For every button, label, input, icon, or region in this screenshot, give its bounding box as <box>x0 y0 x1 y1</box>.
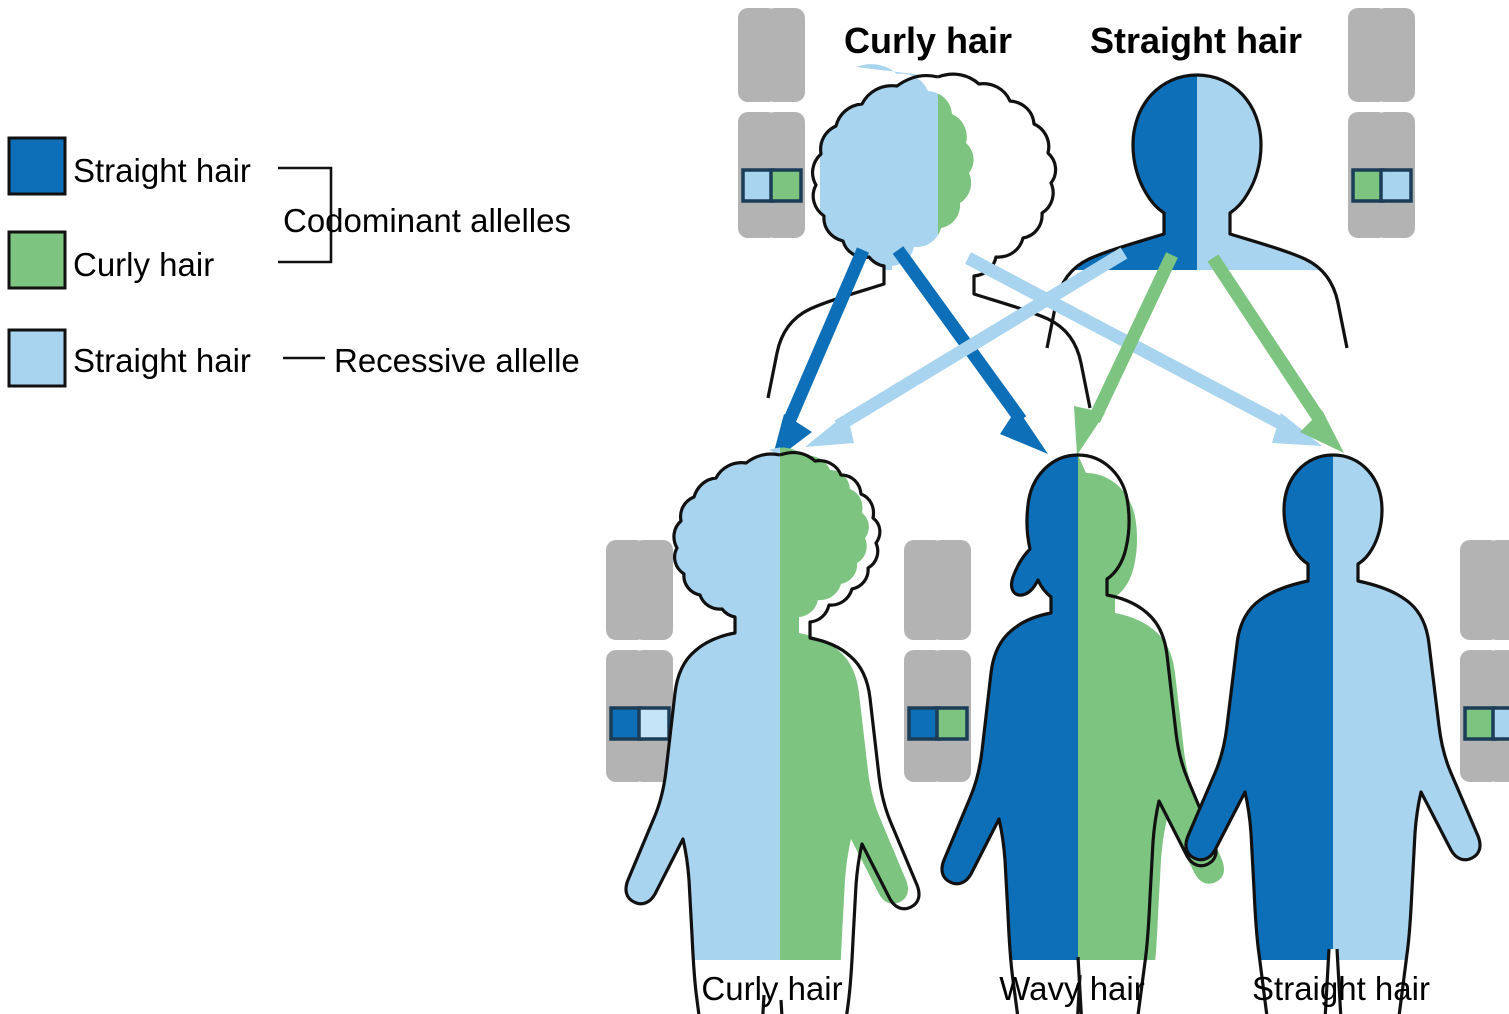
parent-body-outline <box>1045 73 1349 349</box>
offspring-caption-straight: Straight hair <box>1252 970 1430 1007</box>
chromosome-pair-parent-straight <box>1348 8 1415 238</box>
allele-locus-straight-dominant <box>609 706 643 741</box>
legend-item-straight-dominant: Straight hair <box>7 136 251 196</box>
chromatid-right <box>765 8 805 102</box>
legend: Straight hair Curly hair Straight hair C… <box>7 136 580 388</box>
legend-label-straight-recessive: Straight hair <box>73 342 251 379</box>
arrow-curly-parent-to-wavy-child <box>892 246 1048 454</box>
arrow-straight-parent-to-straight-child <box>1207 254 1344 453</box>
allele-locus-straight-recessive <box>637 706 671 741</box>
legend-swatch-straight-recessive <box>7 328 67 388</box>
chromosome-pair-offspring-curly <box>606 540 673 782</box>
codominant-bracket-connector <box>278 166 333 264</box>
parent-title-curly: Curly hair <box>844 20 1012 61</box>
parent-title-straight: Straight hair <box>1090 20 1302 61</box>
allele-locus-curly-dominant <box>1351 168 1385 203</box>
chromatid-right <box>633 540 673 640</box>
chromosome-pair-offspring-wavy <box>904 540 971 782</box>
legend-label-curly-dominant: Curly hair <box>73 246 214 283</box>
allele-locus-curly-dominant <box>769 168 803 203</box>
parent-body-outline <box>766 72 1092 409</box>
chromatid-right <box>1375 8 1415 102</box>
chromosome-pair-parent-curly <box>738 8 805 238</box>
legend-swatch-straight-dominant <box>7 136 67 196</box>
arrow-straight-parent-to-curly-child <box>805 247 1128 447</box>
legend-label-straight-dominant: Straight hair <box>73 152 251 189</box>
offspring-caption-wavy: Wavy hair <box>999 970 1144 1007</box>
legend-swatch-curly-dominant <box>7 230 67 290</box>
allele-locus-straight-dominant <box>907 706 941 741</box>
recessive-note-label: Recessive allelle <box>334 342 580 379</box>
allele-locus-straight-recessive <box>1491 706 1509 741</box>
arrow-straight-parent-to-wavy-child <box>1074 252 1178 455</box>
legend-item-curly-dominant: Curly hair <box>7 230 214 290</box>
chromatid-right <box>931 540 971 640</box>
allele-locus-straight-recessive <box>1379 168 1413 203</box>
legend-item-straight-recessive: Straight hair <box>7 328 251 388</box>
chromosome-pair-offspring-straight <box>1460 540 1509 782</box>
offspring-body-outline <box>940 453 1218 1014</box>
allele-locus-curly-dominant <box>935 706 969 741</box>
allele-locus-straight-recessive <box>741 168 775 203</box>
allele-locus-curly-dominant <box>1463 706 1497 741</box>
chromatid-right <box>1487 540 1509 640</box>
offspring-body-outline <box>624 450 921 1014</box>
codominant-note-label: Codominant allelles <box>283 202 571 239</box>
offspring-body-outline <box>1184 453 1482 1014</box>
inheritance-arrows <box>771 246 1344 463</box>
offspring-caption-curly: Curly hair <box>701 970 842 1007</box>
